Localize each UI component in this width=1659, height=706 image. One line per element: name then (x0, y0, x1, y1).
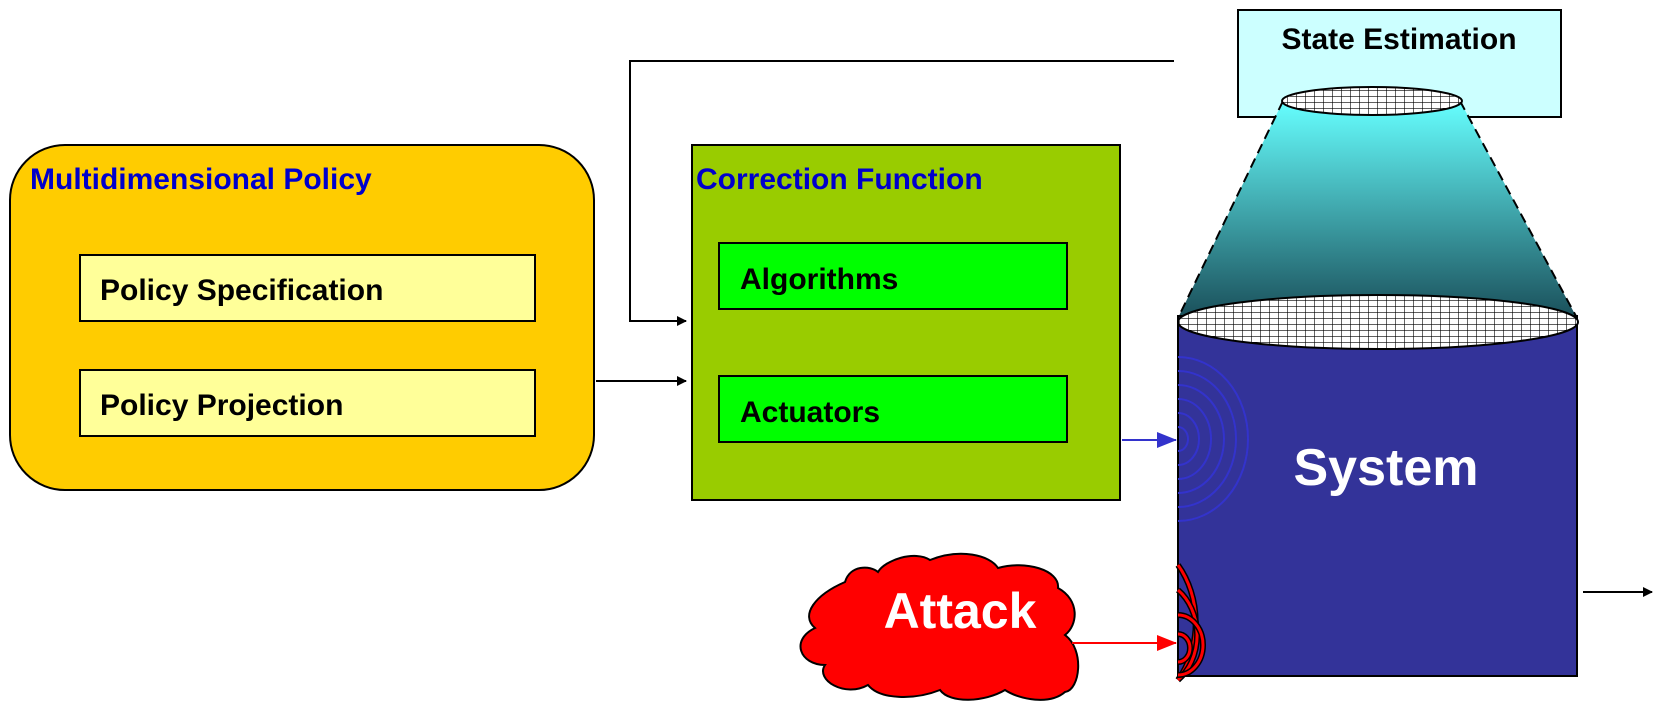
policy-projection-label: Policy Projection (100, 389, 343, 422)
attack-label: Attack (884, 583, 1037, 639)
actuation-ripples (1177, 356, 1249, 522)
algorithms-label: Algorithms (740, 263, 898, 296)
actuators-box (718, 375, 1068, 443)
algorithms-box (718, 242, 1068, 310)
correction-title: Correction Function (696, 163, 983, 196)
feedback-connector (629, 60, 1174, 326)
system-top-grid (1177, 294, 1579, 350)
attack-cloud: Attack (799, 552, 1080, 701)
actuators-label: Actuators (740, 396, 880, 429)
sensing-cone (1177, 86, 1578, 319)
correction-function-box: Correction Function Algorithms Actuators (691, 144, 1121, 501)
system-label: System (1294, 439, 1479, 497)
attack-ripples (1175, 563, 1206, 683)
policy-box: Multidimensional Policy Policy Specifica… (9, 144, 595, 491)
cone-top-grid (1281, 86, 1463, 116)
system-block: System (1175, 294, 1579, 683)
policy-specification-label: Policy Specification (100, 274, 383, 307)
policy-specification-box (79, 254, 536, 322)
policy-projection-box (79, 369, 536, 437)
policy-title: Multidimensional Policy (30, 163, 372, 196)
state-estimation-label: State Estimation (1281, 23, 1516, 56)
